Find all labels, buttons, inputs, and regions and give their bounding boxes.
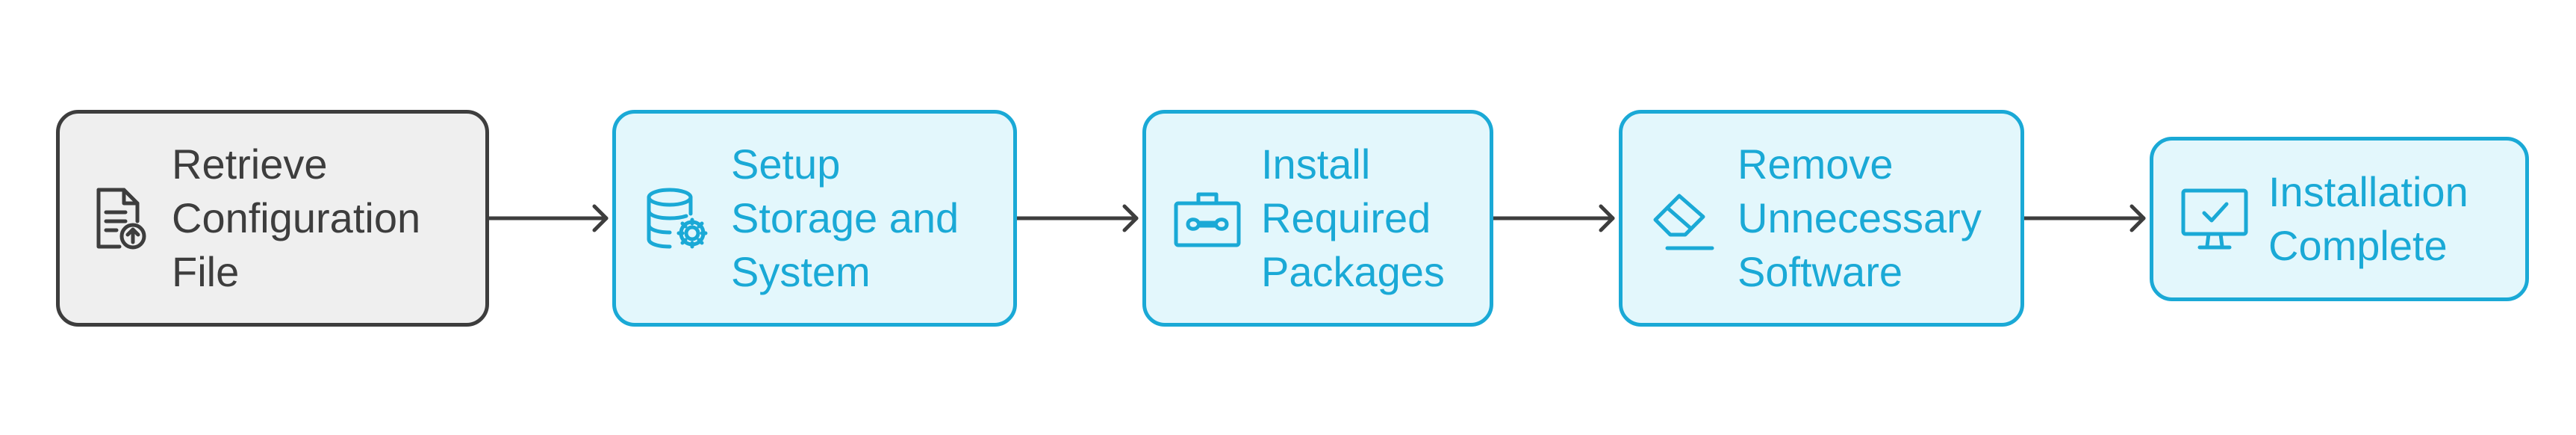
step-installation-complete: Installation Complete <box>2150 137 2529 301</box>
monitor-check-icon <box>2179 183 2250 255</box>
arrow-1 <box>487 204 609 232</box>
step-label: Remove Unnecessary Software <box>1737 141 1982 295</box>
file-upload-icon <box>82 182 154 254</box>
step-retrieve-configuration-file: Retrieve Configuration File <box>56 110 489 327</box>
toolbox-icon <box>1172 182 1243 254</box>
step-remove-unnecessary-software: Remove Unnecessary Software <box>1619 110 2024 327</box>
step-install-required-packages: Install Required Packages <box>1142 110 1493 327</box>
step-label: Installation Complete <box>2268 168 2468 269</box>
eraser-icon <box>1648 182 1720 254</box>
step-label: Setup Storage and System <box>731 141 959 295</box>
step-label: Retrieve Configuration File <box>172 141 421 295</box>
step-label: Install Required Packages <box>1261 141 1445 295</box>
arrow-2 <box>1015 204 1139 232</box>
arrow-3 <box>1491 204 1615 232</box>
arrow-4 <box>2022 204 2146 232</box>
database-gear-icon <box>641 182 713 254</box>
step-setup-storage-and-system: Setup Storage and System <box>612 110 1017 327</box>
